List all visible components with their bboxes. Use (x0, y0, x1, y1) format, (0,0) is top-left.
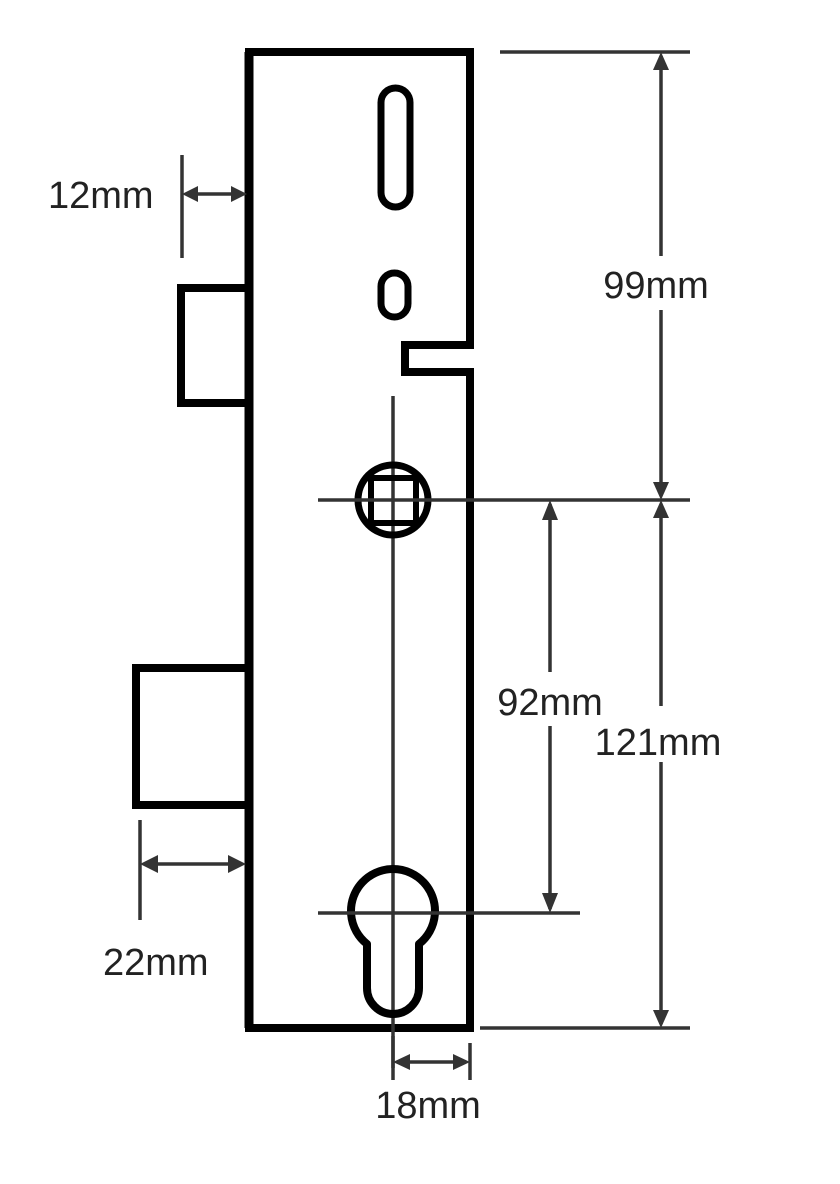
dimension-label-99mm: 99mm (603, 265, 709, 307)
lower-deadbolt (132, 664, 249, 809)
dimension-18mm (391, 1036, 472, 1080)
upper-latch-bolt (177, 284, 249, 407)
upper-fixing-slot (377, 84, 414, 211)
lock-body-outline (245, 48, 474, 1032)
dimension-12mm (180, 155, 247, 258)
dimension-label-121mm: 121mm (595, 722, 722, 764)
dimension-label-92mm: 92mm (497, 682, 603, 724)
dimension-label-18mm: 18mm (375, 1085, 481, 1127)
dimension-121mm (653, 500, 669, 1028)
dimension-label-22mm: 22mm (103, 942, 209, 984)
cylinder-hole (347, 865, 439, 1018)
dimension-99mm (653, 52, 669, 500)
lower-fixing-slot (377, 269, 412, 321)
dimension-92mm (542, 500, 558, 913)
dimension-22mm (138, 820, 246, 920)
extension-lines-right (480, 50, 690, 1030)
dimension-label-12mm: 12mm (48, 175, 154, 217)
